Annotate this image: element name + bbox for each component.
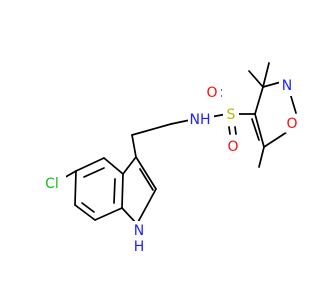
- bond-pyrrole-3: [136, 188, 157, 225]
- bond-pyrrole-double: [139, 168, 154, 191]
- isoxazole-nitrogen-atom: N: [282, 78, 292, 94]
- bond-layer: [54, 62, 297, 225]
- bond-benzene-4: [94, 207, 123, 221]
- bond-s-o-bottom-1: [228, 126, 231, 135]
- bond-benzene-5: [74, 204, 96, 221]
- indole-hydrogen-atom: H: [134, 239, 145, 255]
- bond-pyrrole-2: [135, 156, 157, 190]
- bond-chain-3: [170, 119, 191, 125]
- sulfur-atom: S: [227, 107, 236, 123]
- bond-methyl-bottom: [258, 146, 265, 168]
- bond-methyl-top: [262, 62, 270, 88]
- isoxazole-oxygen-label-background: [285, 115, 299, 133]
- bond-benzene-double-3: [81, 202, 95, 213]
- bond-benzene-3: [121, 173, 124, 209]
- bond-isoxazole-5: [254, 113, 265, 148]
- sulfonamide-nitrogen-label-background: [188, 111, 214, 129]
- sulfonamide-nh-atom: NH: [190, 112, 211, 128]
- bond-isoxazole-1: [254, 86, 264, 115]
- chemical-structure-diagram: Cl N H NH S O O N O: [40, 62, 299, 257]
- bond-chain-2: [131, 123, 172, 136]
- bond-isoxazole-double-1: [262, 81, 282, 88]
- atom-label-layer: Cl N H NH S O O N O: [40, 78, 299, 257]
- bond-isoxazole-4: [263, 131, 288, 148]
- top-oxygen-atom: O: [206, 85, 217, 101]
- bond-benzene-double-2: [113, 178, 116, 204]
- bond-benzene-1: [75, 157, 105, 172]
- bond-pyrrole-1: [122, 156, 137, 175]
- chlorine-label-background: [40, 174, 66, 192]
- indole-nitrogen-label-background: [129, 221, 149, 257]
- chlorine-atom: Cl: [45, 176, 59, 192]
- bond-isoxazole-3: [289, 92, 297, 114]
- bottom-oxygen-label-background: [225, 138, 242, 156]
- bond-benzene-double-1: [83, 167, 105, 178]
- isoxazole-nitrogen-label-background: [279, 78, 296, 96]
- bond-isoxazole-double-2: [251, 118, 260, 141]
- bond-chain-1: [131, 134, 137, 158]
- bottom-oxygen-atom: O: [227, 139, 238, 155]
- bond-benzene-6: [74, 170, 77, 206]
- indole-nitrogen-atom: N: [134, 223, 144, 239]
- bond-isoxazole-2: [248, 70, 264, 88]
- bond-s-o-bottom-2: [234, 126, 237, 135]
- isoxazole-oxygen-atom: O: [286, 116, 297, 132]
- sulfur-label-background: [223, 106, 239, 124]
- bond-benzene-2: [103, 157, 124, 175]
- top-oxygen-label-background: [204, 84, 221, 102]
